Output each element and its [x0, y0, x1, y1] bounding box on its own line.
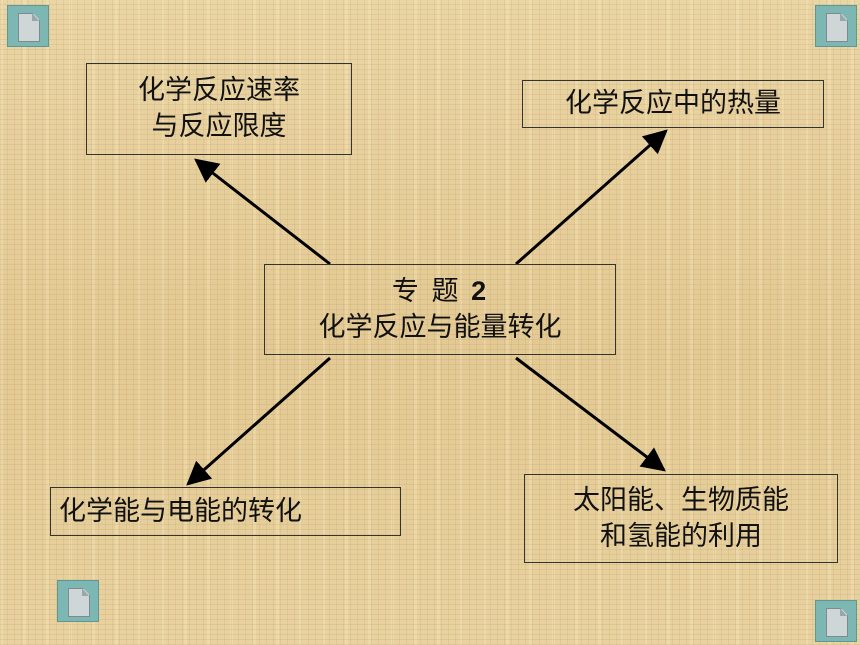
topic-label: 化学反应速率 [138, 75, 300, 106]
topic-box-reaction-heat: 化学反应中的热量 [522, 80, 824, 128]
center-title-prefix: 专 题 [391, 276, 472, 307]
document-icon[interactable] [815, 600, 857, 642]
topic-box-energy-utilization: 太阳能、生物质能 和氢能的利用 [524, 474, 838, 563]
document-icon[interactable] [7, 5, 49, 47]
topic-label: 和氢能的利用 [600, 520, 762, 552]
topic-label: 化学反应中的热量 [565, 88, 781, 119]
center-title-number: 2 [471, 276, 489, 306]
arrow-to-bottom-left [186, 356, 331, 486]
topic-label: 太阳能、生物质能 [573, 484, 789, 516]
topic-box-reaction-rate: 化学反应速率 与反应限度 [86, 63, 352, 155]
topic-label: 化学能与电能的转化 [59, 495, 302, 527]
arrow-to-top-left [194, 158, 331, 266]
arrow-to-bottom-right [515, 356, 666, 472]
document-icon[interactable] [57, 580, 99, 622]
center-title-box: 专 题 2 化学反应与能量转化 [264, 264, 616, 355]
center-title-line1: 专 题 2 [392, 273, 488, 310]
arrow-to-top-right [515, 129, 668, 266]
document-icon[interactable] [815, 5, 857, 47]
center-title-line2: 化学反应与能量转化 [318, 312, 562, 343]
topic-label: 与反应限度 [151, 111, 287, 142]
topic-box-electrochemistry: 化学能与电能的转化 [50, 487, 401, 536]
